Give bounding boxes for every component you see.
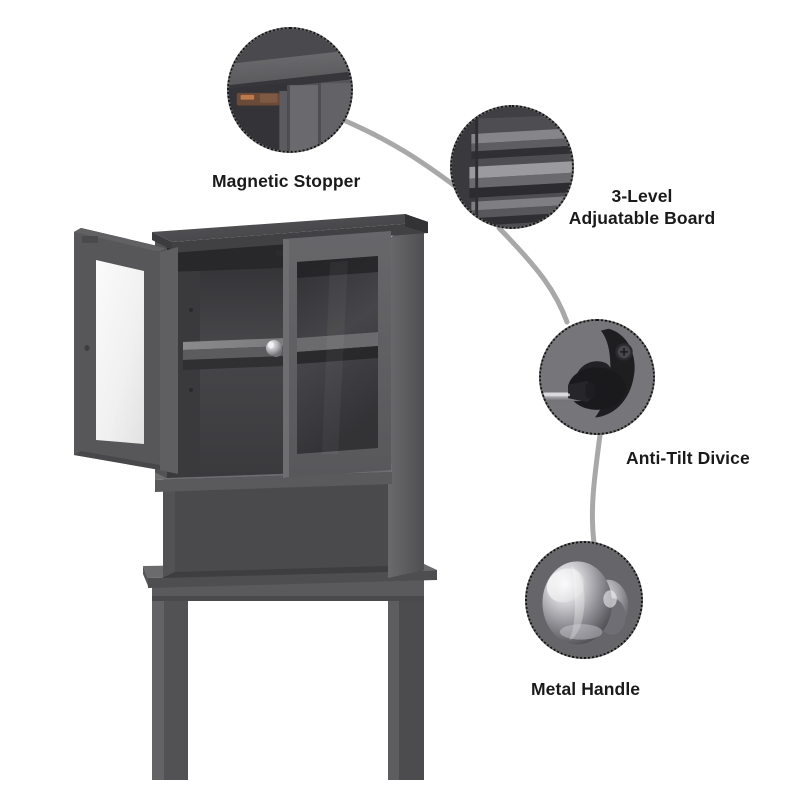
label-adjustable-board-line1: 3-Level	[611, 186, 673, 206]
left-door-hinge-top	[82, 236, 98, 243]
metal-knob-highlight	[268, 341, 274, 349]
mid-divider-board-front	[155, 472, 392, 492]
bottom-apron-shadow	[152, 596, 424, 601]
top-crown-board-front	[152, 232, 172, 250]
left-door-edge-bottom	[74, 451, 166, 470]
left-leg-highlight	[152, 578, 164, 780]
cabinet-right-side-panel	[388, 222, 424, 578]
right-door-glass-shelf-reflection-2	[297, 332, 378, 352]
connector-board-to-antitilt	[496, 225, 570, 325]
metal-knob-ball	[266, 340, 282, 356]
callout-adjustable-board[interactable]	[450, 105, 574, 229]
top-crown-board-right-edge-2	[405, 214, 428, 233]
label-magnetic-stopper: Magnetic Stopper	[212, 171, 361, 191]
left-door-knob-hole	[84, 345, 90, 351]
connector-antitilt-to-handle	[589, 432, 603, 546]
left-door-hinge-panel	[160, 247, 178, 474]
right-leg-highlight	[388, 578, 399, 780]
cabinet-legs	[152, 578, 424, 780]
right-door-closed	[266, 231, 391, 478]
label-adjustable-board-line2: Adjuatable Board	[568, 208, 716, 228]
callout-metal-handle[interactable]	[525, 541, 643, 659]
callout-anti-tilt-device[interactable]	[539, 319, 655, 435]
bottom-shelf-board-edge	[143, 566, 148, 586]
right-door-glass-top-reflection	[297, 256, 378, 278]
magnetic-stopper-detail	[229, 29, 351, 151]
left-door-open[interactable]	[74, 228, 178, 474]
label-anti-tilt-device: Anti-Tilt Divice	[626, 448, 750, 468]
anti-tilt-bracket-detail	[541, 321, 653, 433]
shelf-peg-hole-lower	[189, 388, 193, 392]
open-cubby-left-wall-2	[163, 478, 175, 578]
bottom-shelf-board-front	[148, 570, 437, 588]
left-door-edge-top-2	[74, 228, 166, 252]
left-door-frosted-glass	[96, 260, 144, 444]
open-cubby-inner-shade	[175, 481, 388, 572]
label-metal-handle: Metal Handle	[531, 679, 641, 699]
right-door-glass-shelf-shadow	[297, 346, 378, 364]
metal-knob-detail	[527, 543, 641, 657]
connector-magnetic-to-board	[338, 116, 458, 189]
top-crown-board-edge	[172, 222, 428, 253]
right-door-frame-inner-line	[283, 239, 289, 478]
callout-magnetic-stopper[interactable]	[227, 27, 353, 153]
top-crown-board-top	[152, 214, 428, 242]
shelf-detail	[452, 107, 572, 227]
right-door-glass-highlight	[322, 261, 348, 454]
shelf-peg-hole-upper	[189, 308, 193, 312]
metal-knob[interactable]	[266, 340, 282, 357]
